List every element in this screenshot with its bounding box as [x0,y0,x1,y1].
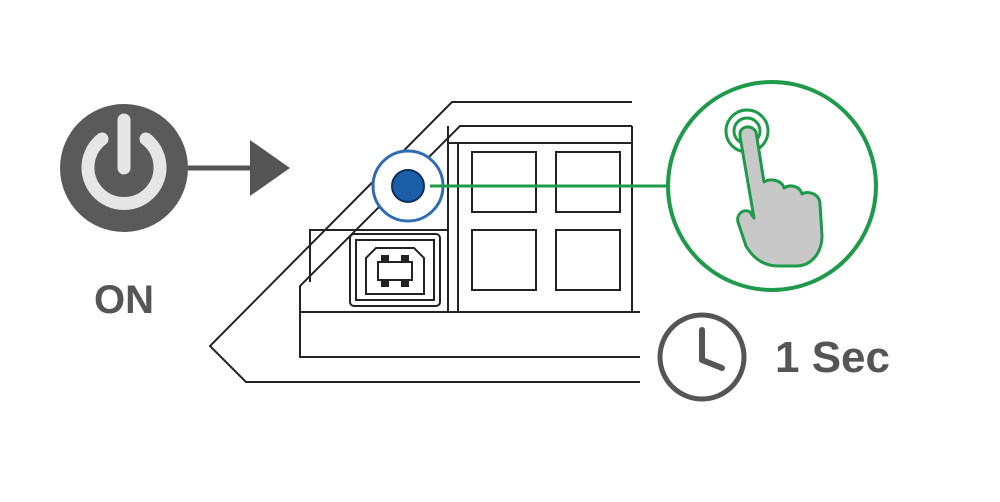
key-top-right [555,151,621,213]
key-top-left [471,151,537,213]
device-panel [208,101,640,383]
key-grid [471,151,621,291]
key-bottom-left [471,229,537,291]
finger-press-icon [666,80,878,292]
power-button[interactable] [371,149,445,223]
power-status-label: ON [94,278,154,322]
key-bottom-right [555,229,621,291]
power-icon [60,104,188,232]
arrow-right-icon [188,140,290,196]
timer-duration-label: 1 Sec [775,333,890,382]
usb-b-port-icon [349,233,441,307]
clock-icon [657,312,747,402]
